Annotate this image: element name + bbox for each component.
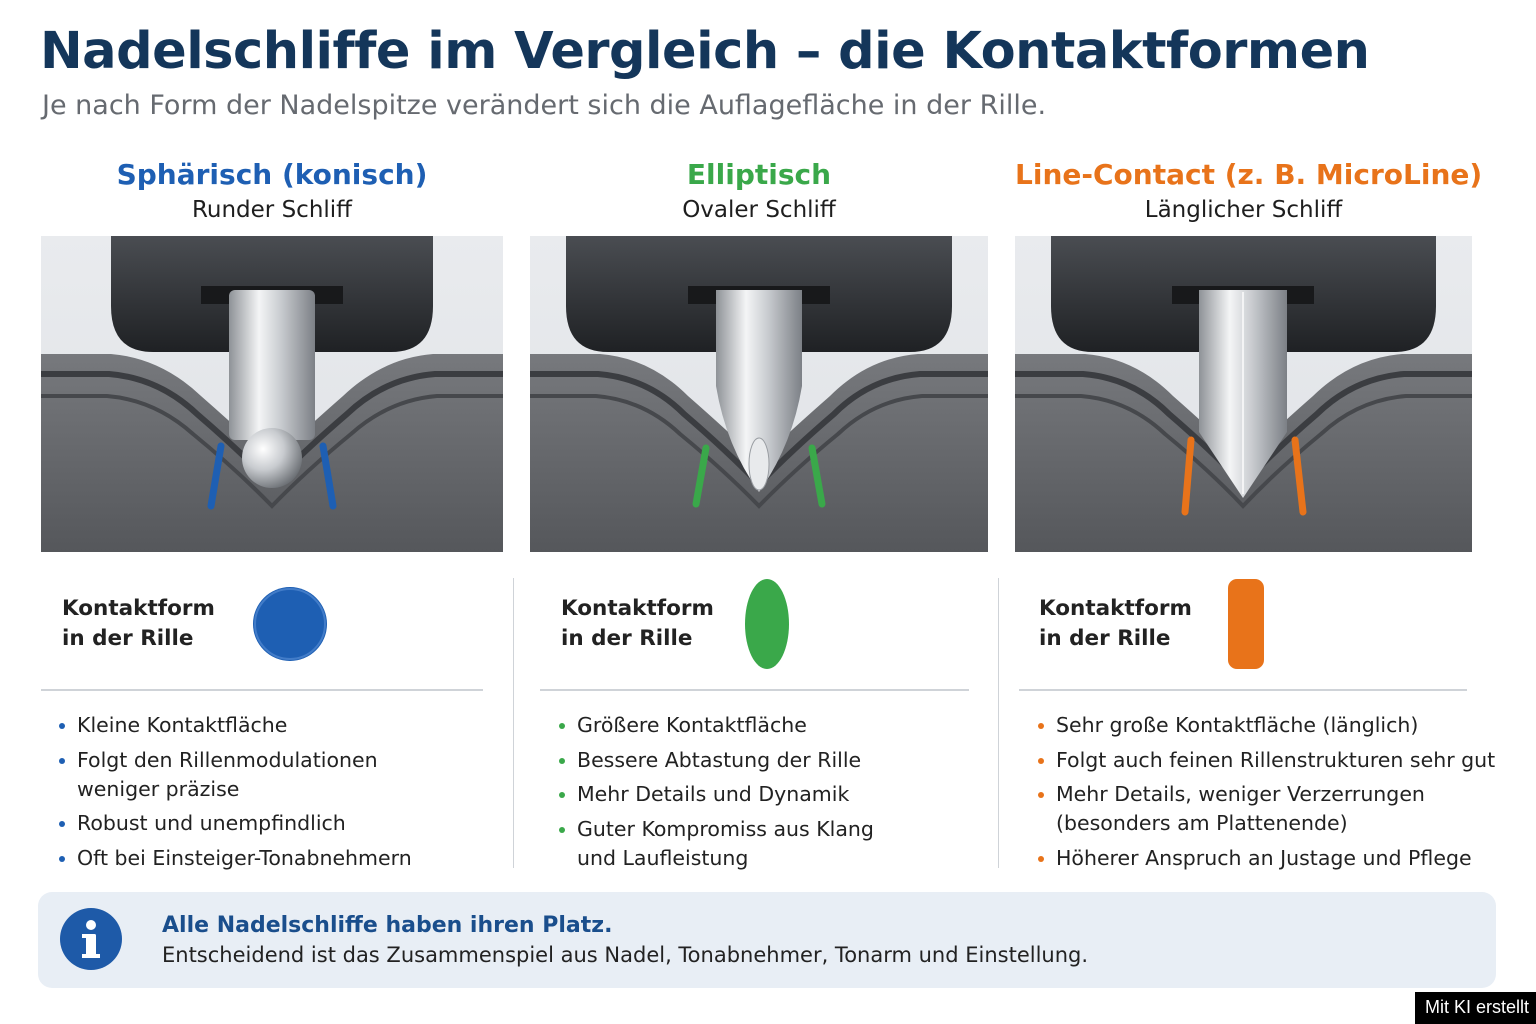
- column-head-spherical: Sphärisch (konisch) Runder Schliff: [41, 158, 503, 223]
- bullet-list-spherical: Kleine Kontaktfläche Folgt den Rillenmod…: [59, 711, 459, 878]
- divider-spherical: [41, 689, 483, 691]
- column-subtitle-elliptical: Ovaler Schliff: [682, 197, 836, 223]
- contact-label-line-contact: Kontaktform in der Rille: [1039, 594, 1192, 654]
- contact-shape-line: [1228, 579, 1264, 669]
- list-item: Höherer Anspruch an Justage und Pflege: [1038, 844, 1508, 873]
- column-title-elliptical: Elliptisch: [686, 158, 832, 191]
- contact-label-line-2: in der Rille: [1039, 626, 1171, 651]
- column-head-elliptical: Elliptisch Ovaler Schliff: [530, 158, 988, 223]
- column-head-line-contact: Line-Contact (z. B. MicroLine) Längliche…: [1015, 158, 1483, 223]
- list-item: Robust und unempfindlich: [59, 809, 459, 838]
- list-item: Sehr große Kontaktfläche (länglich): [1038, 711, 1508, 740]
- contact-label-line-1: Kontaktform: [1039, 596, 1192, 621]
- column-subtitle-spherical: Runder Schliff: [191, 197, 353, 223]
- column-subtitle-line-contact: Länglicher Schliff: [1144, 197, 1343, 223]
- info-text: Entscheidend ist das Zusammenspiel aus N…: [162, 943, 1089, 967]
- divider-line-contact: [1019, 689, 1467, 691]
- bullet-list-elliptical: Größere Kontaktfläche Bessere Abtastung …: [559, 711, 969, 878]
- page-title: Nadelschliffe im Vergleich – die Kontakt…: [40, 22, 1370, 81]
- list-item: Bessere Abtastung der Rille: [559, 746, 969, 775]
- contact-label-spherical: Kontaktform in der Rille: [62, 594, 215, 654]
- contact-label-line-1: Kontaktform: [561, 596, 714, 621]
- list-item: Mehr Details, weniger Verzerrungen (beso…: [1038, 780, 1456, 838]
- info-box: [38, 892, 1496, 988]
- contact-label-line-2: in der Rille: [561, 626, 693, 651]
- illustration-line-contact: [1015, 236, 1472, 552]
- illustration-spherical: [41, 236, 503, 552]
- column-title-line-contact: Line-Contact (z. B. MicroLine): [1015, 158, 1483, 191]
- info-icon: [60, 908, 122, 970]
- page-subtitle: Je nach Form der Nadelspitze verändert s…: [42, 90, 1047, 121]
- column-title-spherical: Sphärisch (konisch): [116, 158, 428, 191]
- contact-shape-circle: [253, 587, 327, 661]
- column-separator-2: [998, 578, 999, 868]
- list-item: Größere Kontaktfläche: [559, 711, 969, 740]
- ai-generated-badge: Mit KI erstellt: [1414, 992, 1536, 1024]
- bullet-list-line-contact: Sehr große Kontaktfläche (länglich) Folg…: [1038, 711, 1508, 878]
- list-item: Guter Kompromiss aus Klang und Laufleist…: [559, 815, 887, 873]
- contact-label-line-1: Kontaktform: [62, 596, 215, 621]
- illustration-elliptical: [530, 236, 988, 552]
- info-title: Alle Nadelschliffe haben ihren Platz.: [162, 913, 613, 938]
- list-item: Oft bei Einsteiger-Tonabnehmern: [59, 844, 459, 873]
- contact-label-line-2: in der Rille: [62, 626, 194, 651]
- list-item: Folgt den Rillenmodulationen weniger prä…: [59, 746, 397, 804]
- contact-label-elliptical: Kontaktform in der Rille: [561, 594, 714, 654]
- list-item: Kleine Kontaktfläche: [59, 711, 459, 740]
- divider-elliptical: [540, 689, 969, 691]
- list-item: Folgt auch feinen Rillenstrukturen sehr …: [1038, 746, 1536, 775]
- list-item: Mehr Details und Dynamik: [559, 780, 969, 809]
- contact-shape-ellipse: [745, 579, 789, 669]
- column-separator-1: [513, 578, 514, 868]
